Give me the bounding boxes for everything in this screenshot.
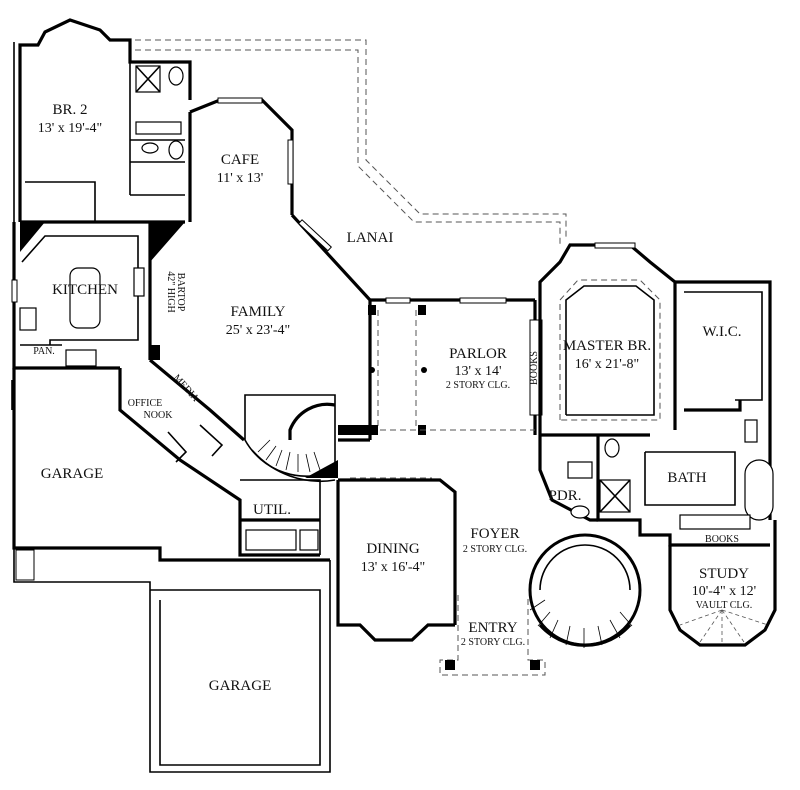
room-labels: BR. 2 13' x 19'-4" CAFE 11' x 13' LANAI … bbox=[38, 102, 756, 694]
bartop-label-line1: 42" HIGH bbox=[165, 271, 176, 313]
study-books-label: BOOKS bbox=[705, 534, 739, 545]
foyer-note: 2 STORY CLG. bbox=[463, 544, 527, 555]
wic-name: W.I.C. bbox=[702, 324, 741, 340]
foyer-stair bbox=[528, 533, 642, 648]
office-media-walls bbox=[118, 358, 321, 557]
wic-walls bbox=[675, 280, 772, 520]
parlor-dims: 13' x 14' bbox=[454, 364, 501, 379]
bartop-label-line2: BARTOP bbox=[175, 273, 186, 312]
office-label: OFFICE bbox=[128, 398, 162, 409]
entry-name: ENTRY bbox=[468, 620, 517, 636]
cafe-name: CAFE bbox=[221, 152, 259, 168]
master-name: MASTER BR. bbox=[563, 338, 651, 354]
study-dims: 10'-4" x 12' bbox=[692, 584, 756, 599]
parlor-books-label: BOOKS bbox=[529, 351, 540, 385]
study-name: STUDY bbox=[699, 566, 749, 582]
garage1-name: GARAGE bbox=[41, 466, 104, 482]
garage1-walls bbox=[12, 368, 330, 581]
master-walls bbox=[538, 242, 677, 437]
pdr-walls bbox=[538, 435, 598, 522]
pantry-label: PAN. bbox=[33, 346, 55, 357]
br2-walls bbox=[18, 18, 192, 224]
kitchen-walls bbox=[11, 222, 185, 370]
cafe-walls bbox=[188, 97, 294, 222]
kitchen-name: KITCHEN bbox=[52, 282, 118, 298]
parlor-name: PARLOR bbox=[449, 346, 507, 362]
study-note: VAULT CLG. bbox=[696, 600, 753, 611]
cafe-dims: 11' x 13' bbox=[217, 171, 264, 186]
lanai-name: LANAI bbox=[347, 230, 394, 246]
family-dims: 25' x 23'-4" bbox=[226, 323, 290, 338]
br2-dims: 13' x 19'-4" bbox=[38, 121, 102, 136]
dining-walls bbox=[336, 438, 457, 642]
master-dims: 16' x 21'-8" bbox=[575, 357, 639, 372]
nook-label: NOOK bbox=[144, 410, 174, 421]
family-walls bbox=[290, 213, 535, 440]
lanai-outline bbox=[135, 39, 567, 246]
entry-porch bbox=[439, 595, 546, 676]
family-name: FAMILY bbox=[231, 304, 286, 320]
garage2-name: GARAGE bbox=[209, 678, 272, 694]
garage2-walls bbox=[150, 589, 321, 766]
foyer-name: FOYER bbox=[470, 526, 519, 542]
dining-dims: 13' x 16'-4" bbox=[361, 560, 425, 575]
media-label: MEDIA bbox=[171, 372, 202, 404]
br2-name: BR. 2 bbox=[52, 102, 87, 118]
pdr-name: PDR. bbox=[549, 488, 582, 504]
small-labels: PAN. 42" HIGH BARTOP MEDIA OFFICE NOOK B… bbox=[33, 271, 739, 545]
parlor-note: 2 STORY CLG. bbox=[446, 380, 510, 391]
family-stair bbox=[244, 394, 338, 483]
bath-name: BATH bbox=[667, 470, 706, 486]
study-walls bbox=[668, 520, 777, 647]
util-name: UTIL. bbox=[253, 502, 291, 518]
dining-name: DINING bbox=[366, 541, 419, 557]
entry-note: 2 STORY CLG. bbox=[461, 637, 525, 648]
